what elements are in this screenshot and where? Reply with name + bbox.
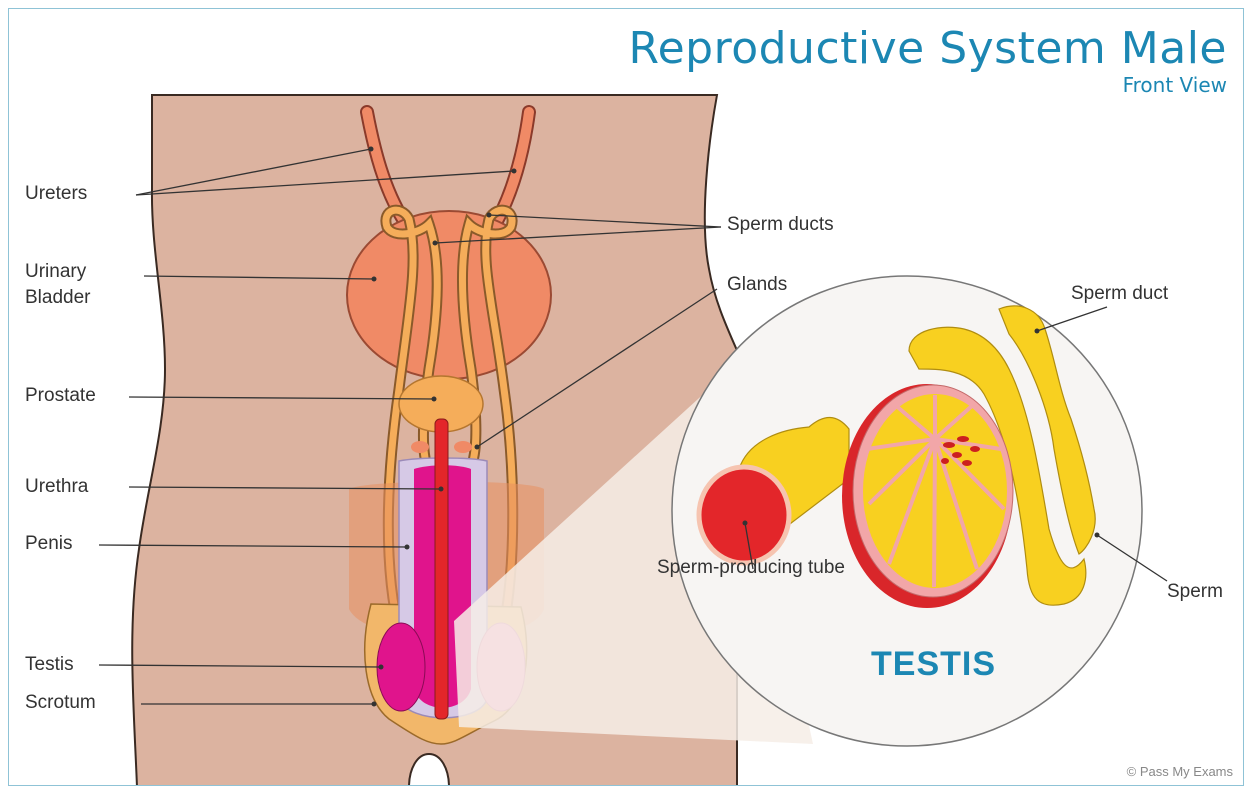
diagram-artwork	[9, 9, 1244, 786]
urethra-tube	[435, 419, 448, 719]
label-sperm-producing-tube: Sperm-producing tube	[645, 555, 857, 581]
label-testis: Testis	[25, 652, 74, 678]
diagram-title: Reproductive System Male	[628, 23, 1227, 74]
label-glands: Glands	[727, 272, 787, 298]
gland-left	[411, 441, 429, 453]
testis-heading: TESTIS	[871, 645, 996, 684]
label-sperm: Sperm	[1167, 579, 1223, 605]
credit-text: © Pass My Exams	[1127, 764, 1233, 779]
tube-cross-section	[699, 467, 789, 563]
label-scrotum: Scrotum	[25, 690, 96, 716]
label-penis: Penis	[25, 531, 73, 557]
bladder-shape	[347, 211, 551, 379]
label-sperm-ducts: Sperm ducts	[727, 212, 834, 238]
diagram-subtitle: Front View	[1123, 73, 1227, 97]
gland-right	[454, 441, 472, 453]
label-urinary-bladder: Urinary Bladder	[25, 259, 155, 311]
diagram-frame: Reproductive System Male Front View Uret…	[8, 8, 1244, 786]
testis-left	[377, 623, 425, 711]
label-urethra: Urethra	[25, 474, 88, 500]
label-sperm-duct: Sperm duct	[1071, 281, 1168, 307]
label-ureters: Ureters	[25, 181, 87, 207]
label-prostate: Prostate	[25, 383, 96, 409]
